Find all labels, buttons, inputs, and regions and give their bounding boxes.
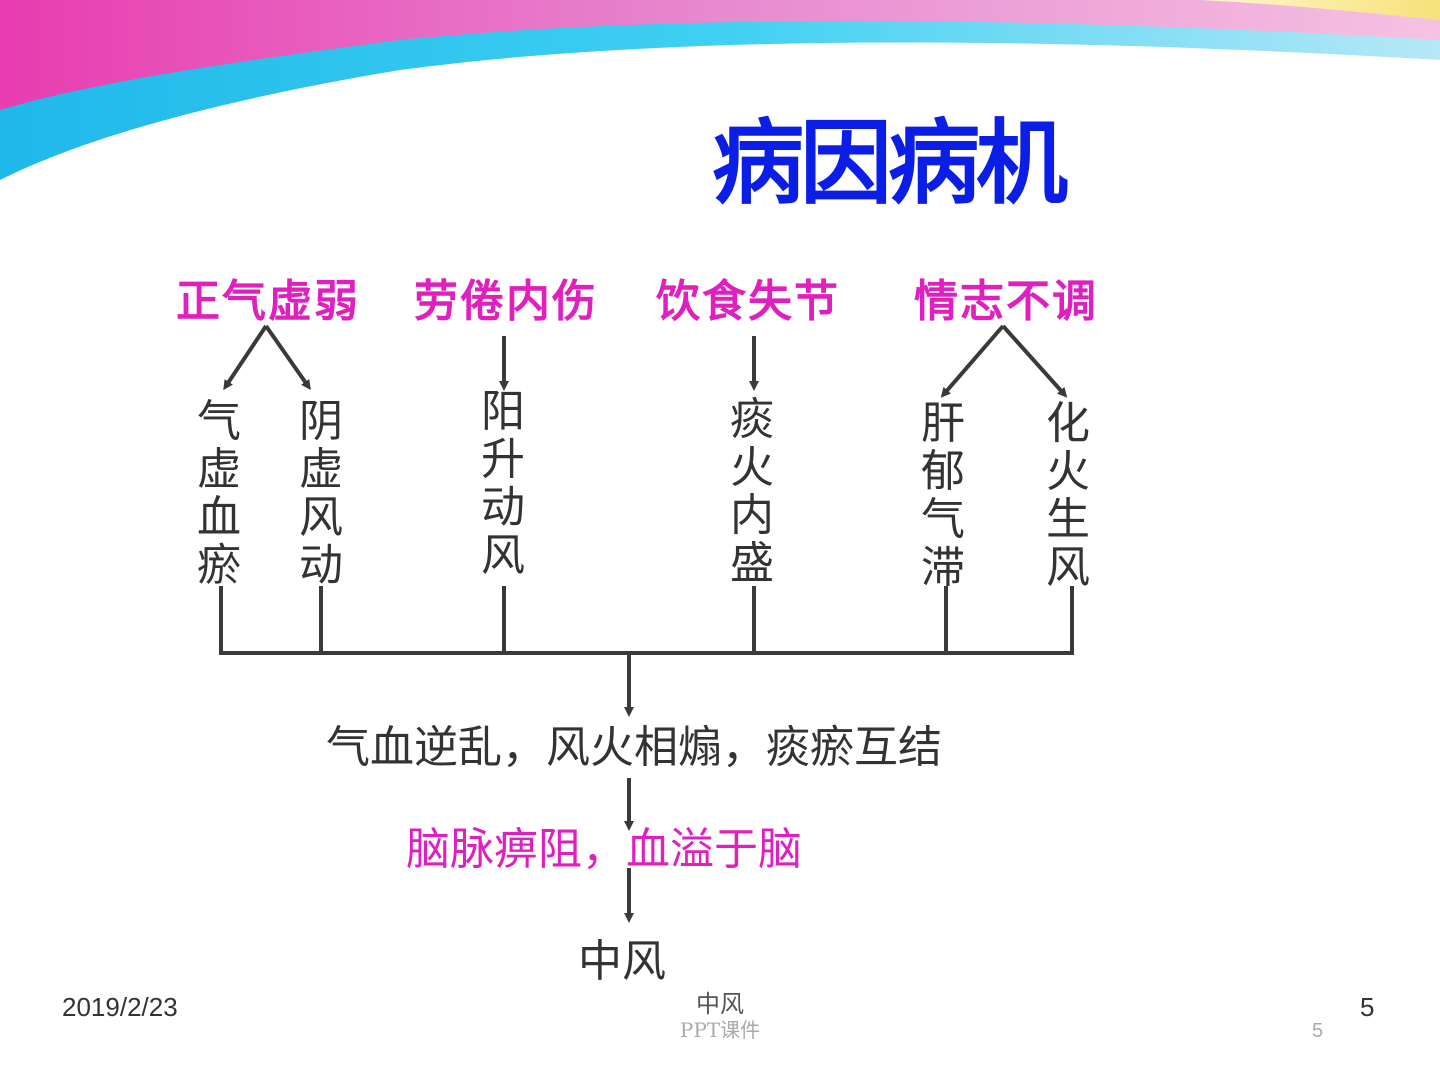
cause-label-2: 饮食失节	[656, 276, 840, 327]
slide-title: 病因病机	[712, 110, 1068, 217]
rainbow-banner	[0, 0, 1440, 180]
page-number-watermark: 5	[1312, 1020, 1324, 1042]
cause-label-3: 情志不调	[914, 276, 1098, 327]
mechanism-fire-generating-wind: 化火生风	[1046, 398, 1090, 593]
cause-label-1: 劳倦内伤	[414, 276, 598, 327]
flow-step-1: 气血逆乱，风火相煽，痰瘀互结	[326, 722, 942, 773]
flow-step-2: 脑脉痹阻，血溢于脑	[406, 824, 802, 875]
footer-title: 中风	[696, 990, 744, 1018]
mechanism-liver-qi-stagnation: 肝郁气滞	[921, 398, 965, 593]
cause-label-0: 正气虚弱	[176, 276, 360, 327]
mechanism-yang-rising-wind: 阳升动风	[481, 386, 525, 581]
mechanism-yin-deficiency-wind: 阴虚风动	[299, 396, 343, 591]
page-number: 5	[1360, 992, 1375, 1022]
mechanism-qi-deficiency-blood-stasis: 气虚血瘀	[197, 396, 241, 591]
footer-subtitle: PPT课件	[679, 1018, 761, 1042]
flow-result: 中风	[578, 936, 666, 987]
mechanism-phlegm-fire: 痰火内盛	[730, 394, 774, 589]
footer-date: 2019/2/23	[62, 992, 178, 1022]
